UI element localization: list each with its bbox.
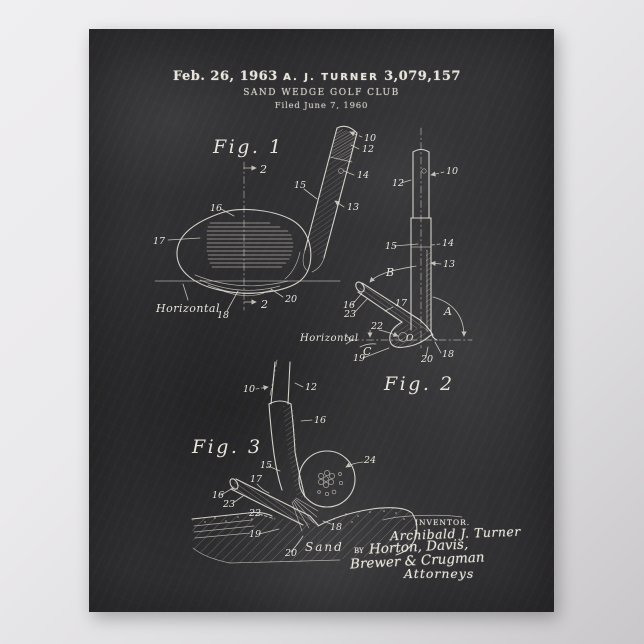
fig1-section-line bbox=[243, 161, 257, 311]
fig2-horizontal-label: Horizontal bbox=[299, 333, 359, 344]
fig3-ref-10: 10 bbox=[243, 384, 255, 395]
fig2-point-o: O bbox=[406, 334, 414, 344]
fig3-ref-24: 24 bbox=[363, 455, 376, 466]
fig2-ref-18: 18 bbox=[442, 349, 454, 360]
patent-title: SAND WEDGE GOLF CLUB bbox=[243, 88, 400, 98]
fig1-section-top-label: 2 bbox=[259, 163, 267, 176]
fig1-ref-15: 15 bbox=[294, 180, 306, 191]
fig2-ref-19: 19 bbox=[353, 353, 365, 364]
fig1-section-bottom-label: 2 bbox=[260, 298, 268, 311]
fig3-ref-16-hosel: 16 bbox=[314, 415, 326, 426]
fig1-ref-16: 16 bbox=[210, 203, 222, 214]
fig1-ref-14: 14 bbox=[357, 170, 369, 181]
fig2-label: Fig. 2 bbox=[383, 373, 455, 395]
fig2-ref-15: 15 bbox=[385, 241, 397, 252]
patent-header: Feb. 26, 1963 A. J. TURNER 3,079,157 bbox=[89, 69, 554, 84]
fig1-horizontal-label: Horizontal bbox=[155, 302, 220, 315]
fig1-shaft bbox=[302, 125, 358, 273]
fig2-group: Fig. 2 bbox=[299, 127, 473, 395]
fig2-ref-14: 14 bbox=[442, 238, 454, 249]
patent-number: 3,079,157 bbox=[384, 69, 461, 84]
fig2-angle-a: A bbox=[443, 305, 452, 318]
fig3-ref-19: 19 bbox=[249, 529, 261, 540]
fig1-ref-18: 18 bbox=[217, 310, 229, 321]
fig3-ref-16-toe: 16 bbox=[212, 490, 224, 501]
fig2-ref-20: 20 bbox=[420, 354, 433, 365]
fig2-angle-c: C bbox=[363, 345, 372, 358]
fig1-group: Fig. 1 2 2 bbox=[153, 125, 376, 321]
inventor-name-header: A. J. TURNER bbox=[283, 72, 379, 83]
signature-flourish bbox=[382, 514, 463, 521]
fig2-horizontal-line bbox=[345, 329, 473, 345]
inventor-caption: INVENTOR. bbox=[415, 518, 471, 527]
fig1-ref-17: 17 bbox=[153, 236, 166, 247]
fig2-angle-b: B bbox=[385, 266, 394, 279]
attorneys-label: Attorneys bbox=[404, 566, 475, 581]
fig1-ref-20: 20 bbox=[284, 294, 297, 305]
fig3-ref-15: 15 bbox=[260, 460, 272, 471]
fig1-face-grooves bbox=[206, 222, 294, 268]
fig3-label: Fig. 3 bbox=[191, 436, 263, 458]
patent-date: Feb. 26, 1963 bbox=[173, 69, 278, 84]
fig3-ref-17: 17 bbox=[250, 474, 263, 485]
fig3-ref-12: 12 bbox=[305, 382, 317, 393]
fig2-ref-17: 17 bbox=[395, 298, 408, 309]
fig1-sole-shading bbox=[194, 274, 289, 297]
fig2-angle-b-arc bbox=[369, 265, 417, 283]
filed-date: Filed June 7, 1960 bbox=[274, 101, 369, 111]
fig2-ref-10: 10 bbox=[446, 166, 458, 177]
fig1-label: Fig. 1 bbox=[212, 136, 284, 158]
fig3-club-head bbox=[229, 478, 319, 532]
fig2-shaft bbox=[410, 127, 438, 349]
fig2-angle-a-arc bbox=[432, 296, 467, 337]
fig3-ref-18: 18 bbox=[330, 522, 342, 533]
fig1-horizontal-line bbox=[154, 280, 341, 301]
fig3-ref-23: 23 bbox=[222, 499, 235, 510]
fig3-ref-22: 22 bbox=[248, 508, 261, 519]
fig2-angle-c-arc bbox=[359, 343, 377, 348]
fig1-club-head bbox=[176, 208, 312, 297]
fig3-sand-ground bbox=[191, 507, 418, 564]
fig2-club-head bbox=[355, 281, 434, 348]
fig1-ref-13: 13 bbox=[347, 202, 359, 213]
fig3-golf-ball bbox=[298, 450, 356, 508]
fig3-fan-lines bbox=[291, 497, 319, 532]
fig2-ref-13: 13 bbox=[443, 259, 455, 270]
fig3-ref-20: 20 bbox=[284, 548, 297, 559]
patent-drawing: Fig. 1 2 2 bbox=[153, 125, 473, 564]
fig2-ref-16: 16 bbox=[343, 300, 355, 311]
fig1-ref-10: 10 bbox=[364, 133, 376, 144]
fig3-sand-label: Sand bbox=[305, 540, 344, 554]
fig2-ref-12: 12 bbox=[392, 178, 404, 189]
fig3-group: Fig. 3 bbox=[191, 359, 418, 564]
fig2-ref-23: 23 bbox=[343, 309, 356, 320]
fig2-ref-22: 22 bbox=[370, 321, 383, 332]
fig1-ref-12: 12 bbox=[362, 144, 374, 155]
by-label: BY bbox=[354, 547, 364, 555]
patent-poster: Feb. 26, 1963 A. J. TURNER 3,079,157 SAN… bbox=[89, 29, 554, 612]
